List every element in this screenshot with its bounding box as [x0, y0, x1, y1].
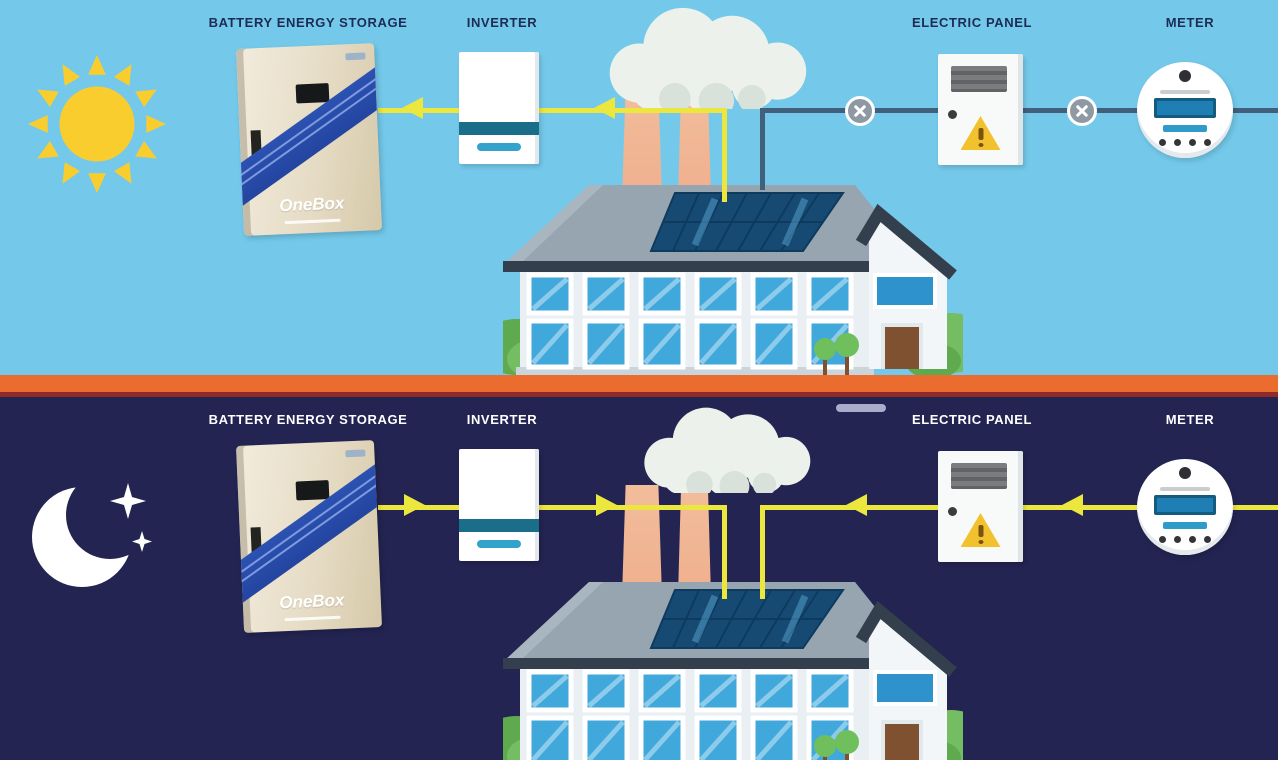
battery-logo-underline [284, 218, 341, 225]
house-illustration [503, 185, 963, 375]
flow-arrow-icon [404, 494, 425, 516]
power-line [539, 108, 727, 113]
battery-logo-underline [284, 615, 341, 622]
flow-arrow-icon [846, 494, 867, 516]
power-line [722, 505, 727, 599]
house-day-wrap [503, 179, 963, 375]
day-night-divider [0, 375, 1278, 397]
inverter-label: INVERTER [466, 412, 538, 427]
warning-triangle-icon [960, 513, 1001, 547]
divider-orange-band [0, 375, 1278, 392]
star-icon [110, 483, 146, 519]
inverter-stripe [459, 122, 539, 135]
house-illustration [503, 582, 963, 760]
battery-unit: OneBox [235, 440, 383, 633]
meter-label: METER [1165, 412, 1215, 427]
grid-line [760, 110, 765, 190]
battery-unit: OneBox [235, 43, 383, 236]
meter-display [1154, 495, 1216, 515]
battery-screen [295, 480, 330, 501]
cloud-icon [588, 0, 820, 119]
meter-buttons [1159, 139, 1211, 146]
battery-storage-label: BATTERY ENERGY STORAGE [208, 412, 408, 427]
sun-icon [28, 55, 166, 193]
meter-buttons [1159, 536, 1211, 543]
meter-bar [1163, 125, 1207, 132]
solar-panel [649, 589, 845, 649]
night-panel: BATTERY ENERGY STORAGE INVERTER ELECTRIC… [0, 397, 1278, 760]
electric-panel-label: ELECTRIC PANEL [911, 412, 1033, 427]
meter-text-line [1160, 487, 1210, 491]
meter-text-line [1160, 90, 1210, 94]
meter-dial [1179, 467, 1191, 479]
panel-display [951, 66, 1007, 92]
meter-unit [1137, 459, 1233, 555]
flow-arrow-icon [1062, 494, 1083, 516]
flow-arrow-icon [596, 494, 617, 516]
power-line [760, 505, 765, 599]
power-line [1231, 505, 1278, 510]
electric-panel-unit [938, 451, 1023, 562]
meter-bar [1163, 522, 1207, 529]
electric-panel-label: ELECTRIC PANEL [911, 15, 1033, 30]
day-panel: BATTERY ENERGY STORAGE INVERTER ELECTRIC… [0, 0, 1278, 375]
x-connector-icon [845, 96, 875, 126]
chimney-icon [622, 485, 662, 597]
battery-logo: OneBox [278, 193, 345, 216]
dash-decoration [836, 404, 886, 412]
power-line [722, 108, 727, 202]
flow-arrow-icon [402, 97, 423, 119]
meter-unit [1137, 62, 1233, 158]
inverter-unit [459, 52, 539, 164]
x-connector-icon [1067, 96, 1097, 126]
divider-red-band [0, 392, 1278, 397]
battery-logo: OneBox [278, 590, 345, 613]
battery-badge [345, 449, 366, 458]
moon-icon [30, 465, 160, 595]
warning-triangle-icon [960, 116, 1001, 150]
panel-knob [948, 110, 957, 119]
meter-dial [1179, 70, 1191, 82]
battery-storage-label: BATTERY ENERGY STORAGE [208, 15, 408, 30]
panel-display [951, 463, 1007, 489]
inverter-unit [459, 449, 539, 561]
solar-panel [649, 192, 845, 252]
flow-arrow-icon [594, 97, 615, 119]
inverter-stripe [459, 519, 539, 532]
star-icon [132, 531, 152, 552]
meter-label: METER [1165, 15, 1215, 30]
battery-screen [295, 83, 330, 104]
meter-display [1154, 98, 1216, 118]
power-line [539, 505, 727, 510]
electric-panel-unit [938, 54, 1023, 165]
inverter-indicator [477, 143, 521, 151]
cloud-icon [626, 401, 822, 502]
house-night-wrap [503, 576, 963, 760]
panel-knob [948, 507, 957, 516]
inverter-indicator [477, 540, 521, 548]
battery-badge [345, 52, 366, 61]
inverter-label: INVERTER [466, 15, 538, 30]
